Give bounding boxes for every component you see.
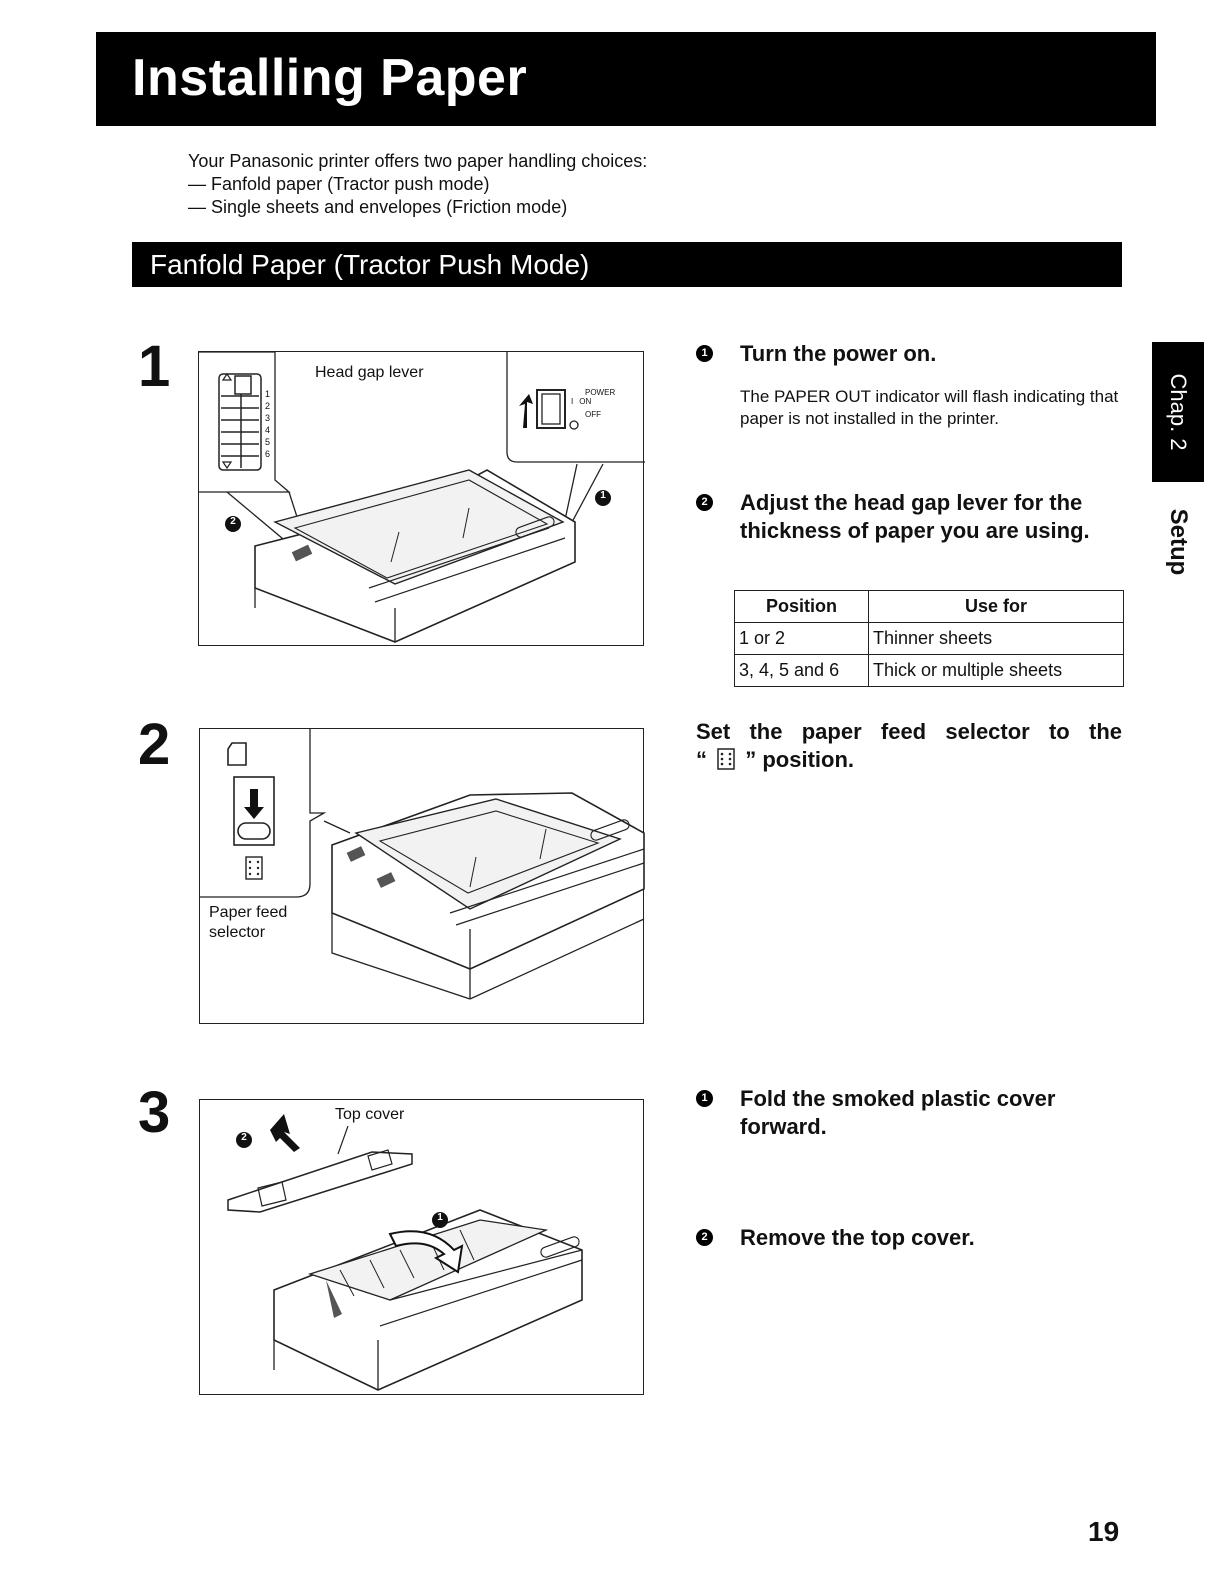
marker-2: 2	[230, 516, 236, 527]
step-number: 1	[138, 334, 171, 399]
setup-tab-label: Setup	[1165, 508, 1192, 576]
intro-text: Your Panasonic printer offers two paper …	[188, 150, 647, 219]
table-header: Position	[734, 590, 869, 623]
power-off-label: OFF	[585, 410, 601, 419]
table-row: 1 or 2 Thinner sheets	[734, 622, 1124, 655]
section-title-bar: Fanfold Paper (Tractor Push Mode)	[132, 242, 1122, 287]
step3-instruction-2: 2 Remove the top cover.	[696, 1224, 1120, 1252]
intro-line: — Single sheets and envelopes (Friction …	[188, 197, 568, 217]
table-header: Use for	[868, 590, 1124, 623]
fanfold-position-icon	[717, 748, 735, 770]
intro-line: — Fanfold paper (Tractor push mode)	[188, 174, 490, 194]
bullet-2: 2	[696, 1229, 713, 1246]
step3-illustration: Top cover 2 1	[199, 1099, 644, 1395]
chapter-tab-label: Chap. 2	[1166, 373, 1191, 451]
step1-instruction-1: 1 Turn the power on. The PAPER OUT indic…	[696, 340, 1160, 430]
instruction-text: Adjust the head gap lever for the thickn…	[740, 490, 1090, 543]
bullet-1: 1	[696, 345, 713, 362]
marker-2: 2	[241, 1132, 247, 1143]
instruction-text: Fold the smoked plastic cover forward.	[740, 1086, 1056, 1139]
intro-line: Your Panasonic printer offers two paper …	[188, 151, 648, 171]
table-row: 3, 4, 5 and 6 Thick or multiple sheets	[734, 654, 1124, 687]
instruction-text: Set the paper feed selector to the	[696, 719, 1122, 744]
table-cell: 3, 4, 5 and 6	[734, 654, 869, 687]
table-cell: 1 or 2	[734, 622, 869, 655]
bullet-2: 2	[696, 494, 713, 511]
bullet-1: 1	[696, 1090, 713, 1107]
page-title-bar: Installing Paper	[96, 32, 1156, 126]
page-title: Installing Paper	[132, 49, 528, 107]
table-cell: Thick or multiple sheets	[868, 654, 1124, 687]
power-label: POWER	[585, 388, 616, 397]
printer-illustration	[227, 1114, 583, 1391]
step2-instruction: Set the paper feed selector to the “ ” p…	[696, 718, 1122, 774]
printer-illustration	[200, 729, 645, 1000]
printer-illustration	[199, 352, 645, 643]
head-gap-lever-callout: Head gap lever	[315, 364, 424, 381]
step3-instruction-1: 1 Fold the smoked plastic cover forward.	[696, 1085, 1100, 1141]
top-cover-callout: Top cover	[335, 1106, 405, 1123]
marker-1: 1	[437, 1212, 443, 1223]
instruction-body: The PAPER OUT indicator will flash indic…	[740, 387, 1119, 428]
head-gap-table: Position Use for 1 or 2 Thinner sheets 3…	[734, 590, 1124, 687]
step-number: 2	[138, 712, 171, 777]
step-number: 3	[138, 1080, 171, 1145]
instruction-text: Remove the top cover.	[740, 1225, 975, 1250]
step2-illustration: Paper feed selector	[199, 728, 645, 1024]
setup-tab: Setup	[1152, 492, 1204, 592]
paper-feed-selector-callout: Paper feed selector	[209, 904, 288, 941]
step1-instruction-2: 2 Adjust the head gap lever for the thic…	[696, 489, 1132, 545]
page-number: 19	[1088, 1516, 1120, 1547]
marker-1: 1	[600, 490, 606, 501]
chapter-tab: Chap. 2	[1152, 342, 1204, 482]
table-header-row: Position Use for	[734, 590, 1124, 623]
table-cell: Thinner sheets	[868, 622, 1124, 655]
instruction-text-line2: “ ” position.	[696, 747, 855, 772]
section-title: Fanfold Paper (Tractor Push Mode)	[150, 249, 590, 280]
instruction-text: Turn the power on.	[740, 341, 937, 366]
